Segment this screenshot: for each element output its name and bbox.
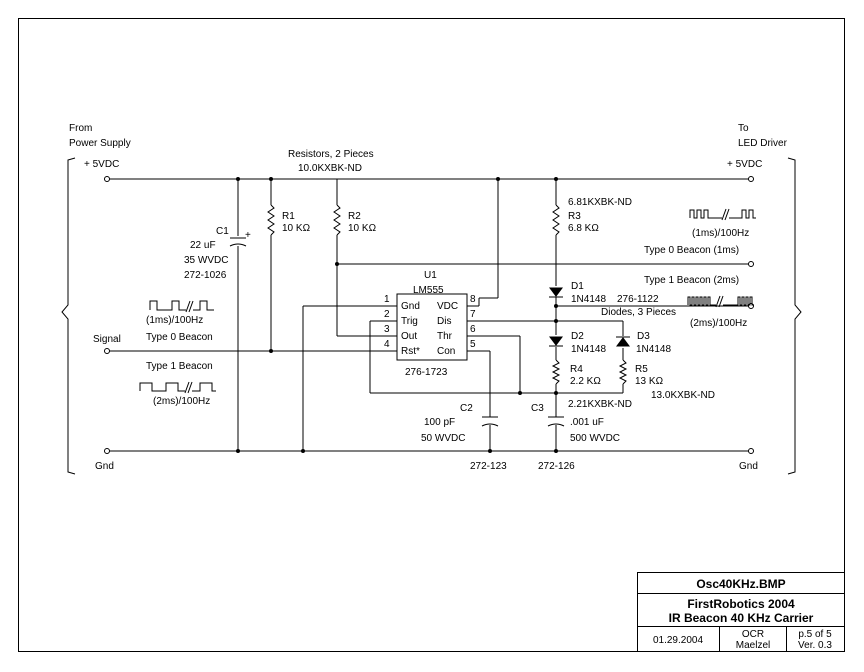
- label-right-beacon1-freq: (2ms)/100Hz: [690, 318, 747, 329]
- label-resistors-part: 10.0KXBK-ND: [298, 163, 362, 174]
- u1-pin-1-label: Gnd: [401, 301, 420, 312]
- u1-pin-2-label: Trig: [401, 316, 418, 327]
- label-resistors-note: Resistors, 2 Pieces: [288, 149, 374, 160]
- label-right-vdc: + 5VDC: [727, 159, 762, 170]
- label-r1-value: 10 KΩ: [282, 223, 311, 234]
- u1-pin-3-num: 3: [384, 324, 390, 335]
- label-r5-name: R5: [635, 364, 648, 375]
- label-left-gnd: Gnd: [95, 461, 114, 472]
- label-c1-name: C1: [216, 226, 229, 237]
- label-left-beacon0-freq: (1ms)/100Hz: [146, 315, 203, 326]
- label-left-vdc: + 5VDC: [84, 159, 119, 170]
- label-c3-voltage: 500 WVDC: [570, 433, 620, 444]
- label-c2-value: 100 pF: [424, 417, 455, 428]
- title-block: [637, 572, 845, 652]
- u1-pin-leads: [385, 298, 480, 352]
- label-c2-name: C2: [460, 403, 473, 414]
- label-d1-name: D1: [571, 281, 584, 292]
- wires: [107, 178, 751, 452]
- label-c1-part: 272-1026: [184, 270, 227, 281]
- label-c2-part: 272-123: [470, 461, 507, 472]
- label-u1-name: U1: [424, 270, 437, 281]
- label-r3-part: 6.81KXBK-ND: [568, 197, 632, 208]
- label-led-driver: LED Driver: [738, 138, 788, 149]
- resistor-symbols: [267, 204, 628, 385]
- label-u1-part: 276-1723: [405, 367, 448, 378]
- u1-pin-2-num: 2: [384, 309, 390, 320]
- u1-pin-1-num: 1: [384, 294, 390, 305]
- label-r3-value: 6.8 KΩ: [568, 223, 599, 234]
- label-c2-voltage: 50 WVDC: [421, 433, 465, 444]
- label-d1-value: 1N4148: [571, 294, 606, 305]
- label-r4-name: R4: [570, 364, 583, 375]
- u1-pin-8-label: VDC: [437, 301, 458, 312]
- label-to: To: [738, 123, 749, 134]
- u1-pin-5-label: Con: [437, 346, 455, 357]
- label-d2-value: 1N4148: [571, 344, 606, 355]
- label-diodes-note: Diodes, 3 Pieces: [601, 307, 676, 318]
- label-power-supply: Power Supply: [69, 138, 131, 149]
- junctions: [236, 177, 558, 453]
- u1-pin-7-num: 7: [470, 309, 476, 320]
- label-r4-part: 2.21KXBK-ND: [568, 399, 632, 410]
- diode-symbols: [549, 287, 630, 347]
- label-d3-name: D3: [637, 331, 650, 342]
- label-right-beacon1-type: Type 1 Beacon (2ms): [644, 275, 739, 286]
- label-r5-value: 13 KΩ: [635, 376, 664, 387]
- label-c1-voltage: 35 WVDC: [184, 255, 228, 266]
- label-signal: Signal: [93, 334, 121, 345]
- label-c1-plus: +: [245, 230, 251, 241]
- label-d2-name: D2: [571, 331, 584, 342]
- title-version: Ver. 0.3: [798, 640, 832, 651]
- title-org: FirstRobotics 2004: [687, 597, 795, 611]
- right-brace: [787, 157, 802, 475]
- label-c3-value: .001 uF: [570, 417, 604, 428]
- terminals: [104, 176, 754, 454]
- label-left-beacon1-type: Type 1 Beacon: [146, 361, 213, 372]
- u1-pin-7-label: Dis: [437, 316, 451, 327]
- label-r2-value: 10 KΩ: [348, 223, 377, 234]
- label-c3-part: 272-126: [538, 461, 575, 472]
- u1-pin-6-label: Thr: [437, 331, 453, 342]
- label-right-gnd: Gnd: [739, 461, 758, 472]
- u1-pin-4-label: Rst*: [401, 346, 420, 357]
- label-right-beacon0-freq: (1ms)/100Hz: [692, 228, 749, 239]
- title-date: 01.29.2004: [653, 635, 703, 646]
- waveform-symbols: [139, 208, 756, 394]
- title-filename: Osc40KHz.BMP: [696, 577, 785, 591]
- u1-pin-5-num: 5: [470, 339, 476, 350]
- u1-pin-6-num: 6: [470, 324, 476, 335]
- u1-pin-3-label: Out: [401, 331, 417, 342]
- label-u1-chip: LM555: [413, 285, 444, 296]
- label-c3-name: C3: [531, 403, 544, 414]
- title-main: IR Beacon 40 KHz Carrier: [669, 611, 814, 625]
- label-left-beacon1-freq: (2ms)/100Hz: [153, 396, 210, 407]
- u1-pin-8-num: 8: [470, 294, 476, 305]
- label-right-beacon0-type: Type 0 Beacon (1ms): [644, 245, 739, 256]
- u1-chip-body: [396, 293, 468, 361]
- label-r5-part: 13.0KXBK-ND: [651, 390, 715, 401]
- u1-pin-4-num: 4: [384, 339, 390, 350]
- label-r1-name: R1: [282, 211, 295, 222]
- label-from: From: [69, 123, 92, 134]
- label-r3-name: R3: [568, 211, 581, 222]
- label-c1-value: 22 uF: [190, 240, 216, 251]
- label-r2-name: R2: [348, 211, 361, 222]
- label-r4-value: 2.2 KΩ: [570, 376, 601, 387]
- title-author: Maelzel: [736, 640, 770, 651]
- label-left-beacon0-type: Type 0 Beacon: [146, 332, 213, 343]
- drawing-border: [18, 18, 845, 652]
- label-d1-part: 276-1122: [617, 294, 659, 305]
- left-brace: [61, 157, 76, 475]
- title-page: p.5 of 5: [798, 629, 832, 640]
- title-ocr: OCR: [742, 629, 764, 640]
- label-d3-value: 1N4148: [636, 344, 671, 355]
- capacitor-symbols: [229, 237, 565, 427]
